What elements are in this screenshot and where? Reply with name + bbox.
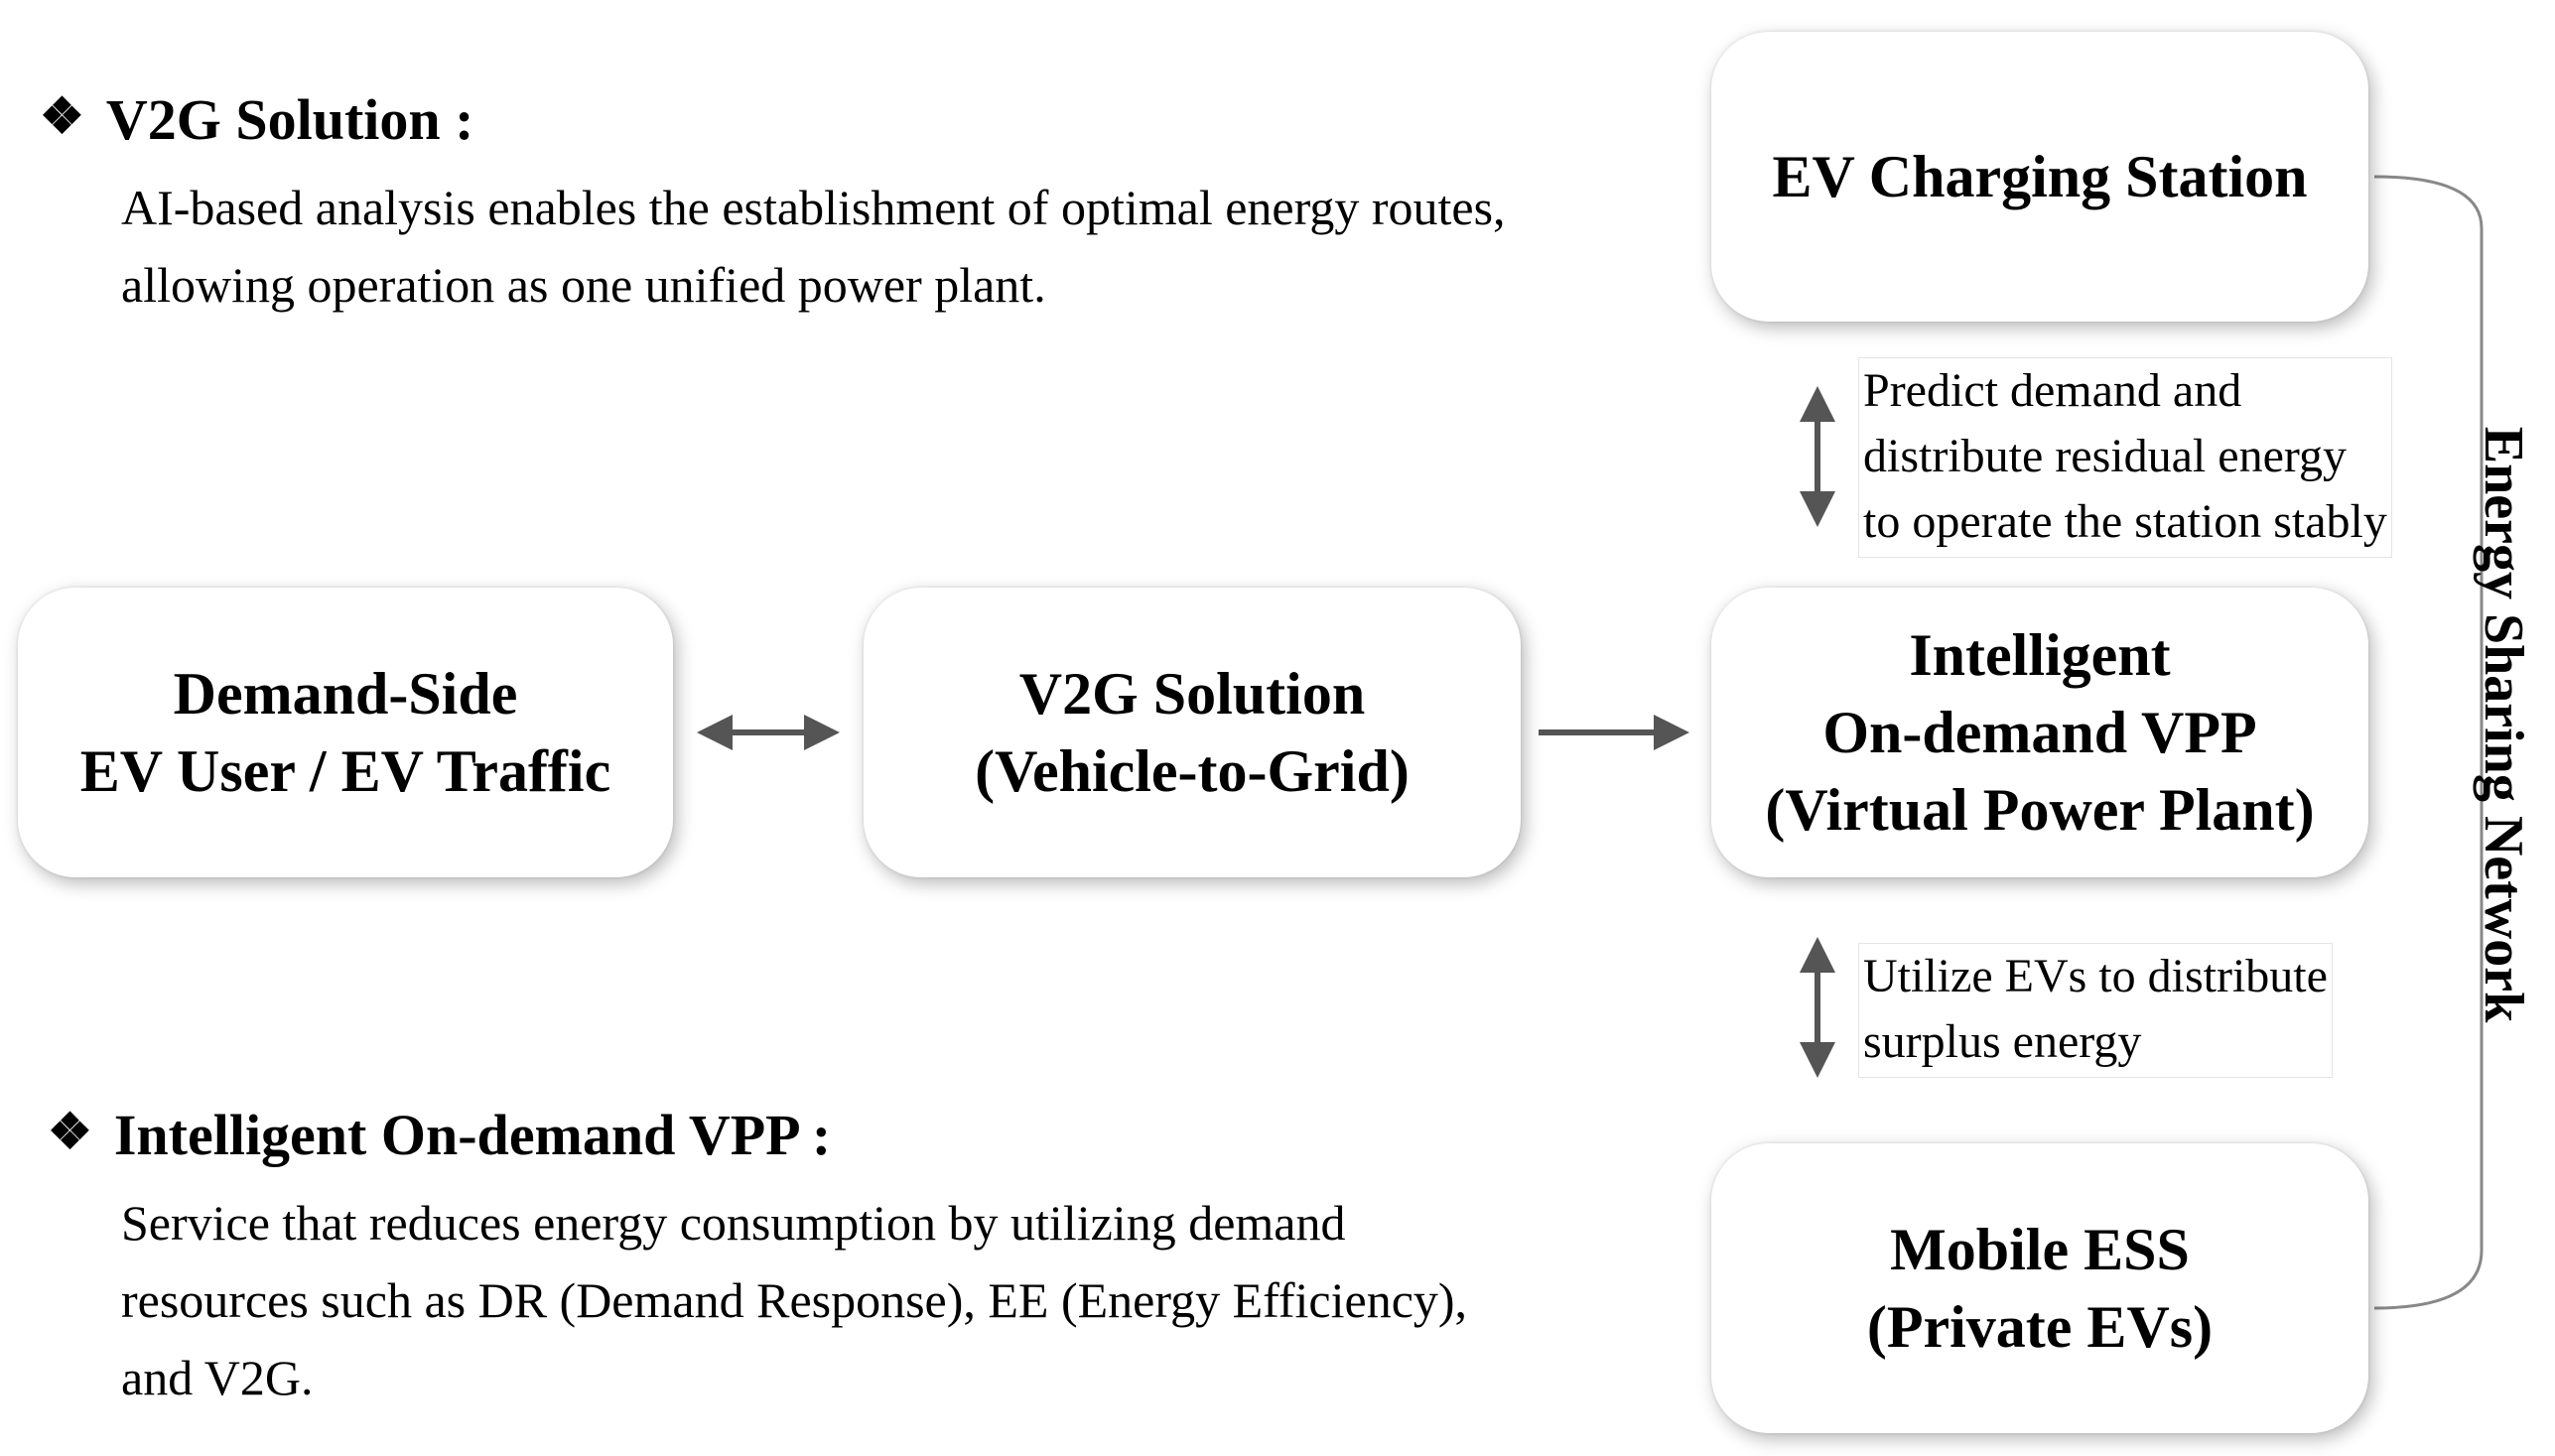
mobile-ess-line: (Private EVs) (1866, 1294, 2214, 1360)
v2g-note: ❖ V2G Solution : AI-based analysis enabl… (40, 91, 1506, 324)
mobile-ess-line: Mobile ESS (1890, 1217, 2190, 1282)
demand-side-line: Demand-Side (173, 661, 518, 727)
mobile-ess-box: Mobile ESS (Private EVs) (1711, 1143, 2368, 1433)
charging-station-box: EV Charging Station (1711, 32, 2368, 322)
v2g-solution-line: (Vehicle-to-Grid) (975, 738, 1410, 804)
vpp-note-title-text: Intelligent On-demand VPP : (113, 1103, 832, 1167)
vpp-line: Intelligent (1909, 622, 2171, 688)
vpp-line: (Virtual Power Plant) (1765, 777, 2315, 843)
vpp-note-title: ❖ Intelligent On-demand VPP : (48, 1107, 1467, 1164)
v2g-note-body: AI-based analysis enables the establishm… (121, 169, 1506, 324)
station-caption: Predict demand and distribute residual e… (1858, 357, 2392, 558)
v2g-solution-box: V2G Solution (Vehicle-to-Grid) (864, 588, 1521, 877)
v2g-note-title: ❖ V2G Solution : (40, 91, 1506, 149)
demand-side-line: EV User / EV Traffic (79, 738, 611, 804)
vpp-line: On-demand VPP (1822, 700, 2257, 765)
diamond-bullet-icon: ❖ (48, 1104, 92, 1159)
v2g-note-line: allowing operation as one unified power … (121, 257, 1046, 313)
v2g-note-line: AI-based analysis enables the establishm… (121, 180, 1506, 235)
vpp-note-line: and V2G. (121, 1350, 314, 1405)
station-caption-line: distribute residual energy (1863, 430, 2347, 482)
v2g-solution-line: V2G Solution (1018, 661, 1366, 727)
charging-station-line: EV Charging Station (1772, 144, 2308, 209)
ess-caption-line: Utilize EVs to distribute (1863, 950, 2328, 1002)
vpp-note-line: Service that reduces energy consumption … (121, 1195, 1346, 1251)
network-bracket (2373, 175, 2484, 1310)
vpp-box: Intelligent On-demand VPP (Virtual Power… (1711, 588, 2368, 877)
v2g-note-title-text: V2G Solution : (105, 87, 474, 152)
vpp-note-line: resources such as DR (Demand Response), … (121, 1272, 1468, 1328)
station-caption-line: Predict demand and (1863, 364, 2242, 417)
diamond-bullet-icon: ❖ (40, 88, 84, 144)
ess-caption: Utilize EVs to distribute surplus energy (1858, 943, 2333, 1078)
energy-sharing-network-label: Energy Sharing Network (2473, 426, 2534, 1023)
ess-caption-line: surplus energy (1863, 1015, 2142, 1068)
vpp-note-body: Service that reduces energy consumption … (121, 1184, 1467, 1416)
station-caption-line: to operate the station stably (1863, 495, 2387, 548)
vpp-note: ❖ Intelligent On-demand VPP : Service th… (48, 1107, 1467, 1416)
demand-side-box: Demand-Side EV User / EV Traffic (18, 588, 673, 877)
